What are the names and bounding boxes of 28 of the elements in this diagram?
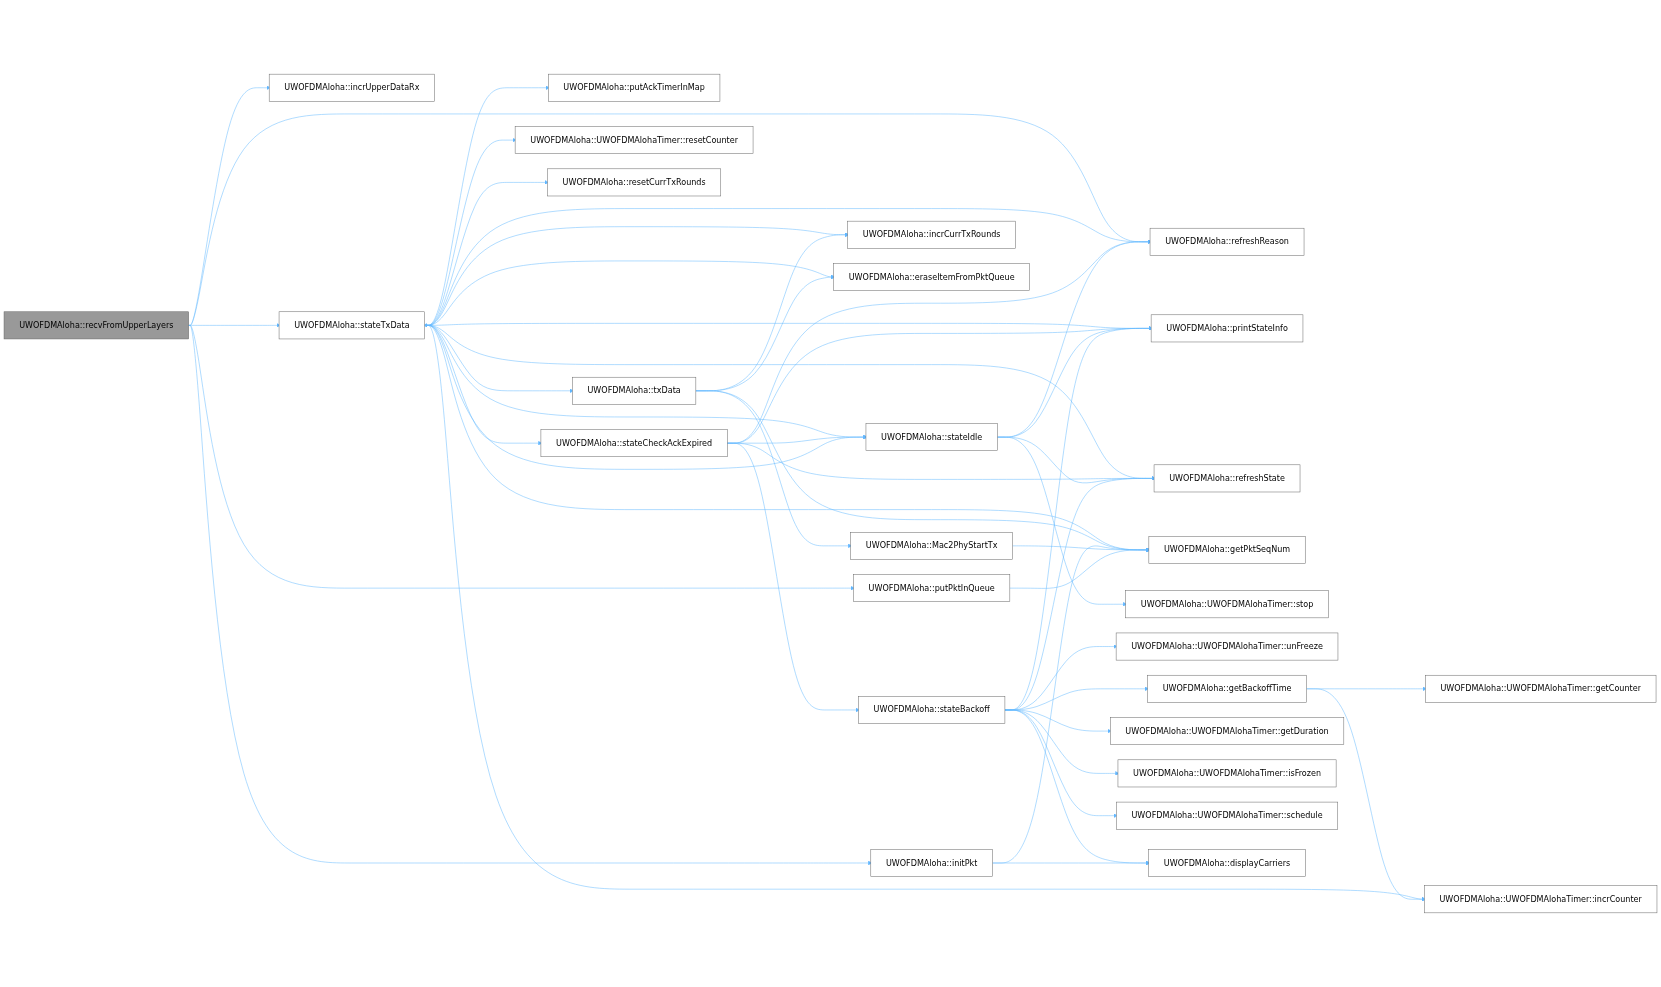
node-box: UWOFDMAloha::UWOFDMAlohaTimer::stop — [1125, 590, 1329, 619]
node-box: UWOFDMAloha::stateIdle — [865, 423, 998, 451]
node-box: UWOFDMAloha::stateBackoff — [858, 696, 1006, 724]
node-box: UWOFDMAloha::UWOFDMAlohaTimer::resetCounter — [514, 126, 754, 154]
node-box: UWOFDMAloha::UWOFDMAlohaTimer::getDuration — [1110, 717, 1345, 745]
node-box: UWOFDMAloha::resetCurrTxRounds — [547, 168, 721, 197]
node-box: UWOFDMAloha::incrCurrTxRounds — [847, 220, 1016, 249]
node-box: UWOFDMAloha::eraseItemFromPktQueue — [833, 263, 1030, 291]
node-box: UWOFDMAloha::txData — [572, 376, 697, 405]
node-box: UWOFDMAloha::printStateInfo — [1150, 314, 1304, 343]
node-box: UWOFDMAloha::UWOFDMAlohaTimer::unFreeze — [1115, 632, 1339, 661]
node-box: UWOFDMAloha::recvFromUpperLayers — [3, 311, 189, 340]
node-box: UWOFDMAloha::refreshReason — [1149, 227, 1305, 256]
node-box: UWOFDMAloha::getPktSeqNum — [1148, 536, 1306, 564]
node-box: UWOFDMAloha::initPkt — [870, 849, 993, 877]
node-box: UWOFDMAloha::incrUpperDataRx — [268, 73, 435, 102]
node-box: UWOFDMAloha::stateTxData — [278, 311, 425, 340]
node-box: UWOFDMAloha::putPktInQueue — [853, 574, 1011, 602]
node-box: UWOFDMAloha::UWOFDMAlohaTimer::incrCounter — [1424, 885, 1658, 914]
node-box: UWOFDMAloha::Mac2PhyStartTx — [850, 532, 1013, 560]
node-box: UWOFDMAloha::UWOFDMAlohaTimer::isFrozen — [1117, 759, 1337, 788]
node-box: UWOFDMAloha::getBackoffTime — [1147, 675, 1307, 703]
node-box: UWOFDMAloha::UWOFDMAlohaTimer::getCounter — [1425, 675, 1657, 703]
node-box: UWOFDMAloha::UWOFDMAlohaTimer::schedule — [1116, 801, 1338, 830]
node-box: UWOFDMAloha::stateCheckAckExpired — [540, 429, 728, 457]
node-box: UWOFDMAloha::putAckTimerInMap — [548, 73, 721, 102]
node-box: UWOFDMAloha::displayCarriers — [1148, 849, 1306, 877]
node-box: UWOFDMAloha::refreshState — [1153, 464, 1301, 493]
